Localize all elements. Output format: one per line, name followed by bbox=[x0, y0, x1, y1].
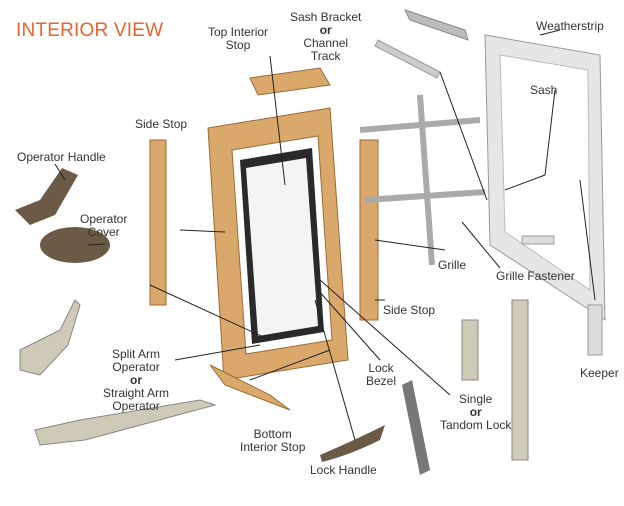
sash-bracket bbox=[404, 9, 469, 41]
window-frame bbox=[207, 107, 349, 381]
top-interior-stop bbox=[249, 67, 331, 96]
label-side-stop-left: Side Stop bbox=[135, 117, 188, 131]
label-operator-handle: Operator Handle bbox=[17, 150, 106, 164]
operator-cover bbox=[40, 227, 110, 263]
keeper bbox=[587, 304, 603, 356]
single-lock bbox=[461, 319, 479, 381]
split-arm-operator bbox=[19, 299, 81, 376]
lock-handle bbox=[320, 425, 385, 462]
label-sash: Sash bbox=[530, 83, 558, 97]
straight-arm-operator bbox=[34, 399, 217, 446]
label-grille: Grille bbox=[438, 258, 467, 272]
label-side-stop-right: Side Stop bbox=[383, 303, 436, 317]
label-lock-handle: Lock Handle bbox=[310, 463, 377, 477]
grille bbox=[359, 94, 486, 266]
tandom-lock bbox=[511, 299, 529, 461]
side-stop-left bbox=[149, 139, 167, 306]
bottom-interior-stop bbox=[209, 364, 291, 411]
label-keeper: Keeper bbox=[580, 366, 619, 380]
grille-fastener bbox=[521, 235, 555, 245]
label-grille-fastener: Grille Fastener bbox=[496, 269, 575, 283]
label-weatherstrip: Weatherstrip bbox=[536, 19, 604, 33]
side-stop-right bbox=[359, 139, 379, 321]
channel-track bbox=[374, 39, 441, 79]
operator-handle bbox=[15, 168, 78, 225]
lock-bezel bbox=[402, 380, 430, 475]
leader-lines bbox=[54, 29, 596, 441]
page-title: INTERIOR VIEW bbox=[16, 20, 164, 41]
